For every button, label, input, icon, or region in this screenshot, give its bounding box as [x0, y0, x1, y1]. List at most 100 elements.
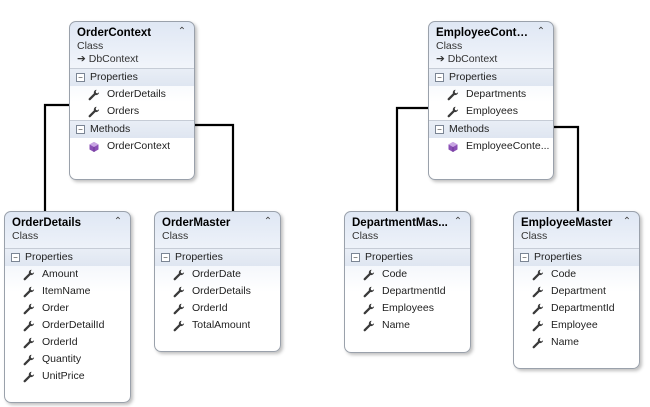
wrench-icon [173, 303, 185, 315]
property-item[interactable]: Name [514, 334, 639, 351]
chevron-up-icon[interactable]: ⌃ [113, 216, 123, 227]
chevron-up-icon[interactable]: ⌃ [453, 216, 463, 227]
properties-section: −Properties Code DepartmentId Employees … [345, 248, 470, 334]
wrench-icon [447, 89, 459, 101]
wrench-icon [23, 354, 35, 366]
inheritance-arrow-icon: ➔ [436, 53, 445, 65]
wrench-icon [23, 320, 35, 332]
property-item[interactable]: Order [5, 300, 130, 317]
class-box-ordercontext[interactable]: OrderContext Class ➔ DbContext ⌃ −Proper… [69, 21, 195, 180]
wrench-icon [173, 269, 185, 281]
collapse-toggle[interactable]: − [520, 253, 529, 262]
class-box-orderdetails[interactable]: OrderDetails Class ⌃ −Properties Amount … [4, 211, 131, 403]
wrench-icon [23, 371, 35, 383]
method-item[interactable]: EmployeeConte... [429, 138, 553, 155]
property-item[interactable]: Departments [429, 86, 553, 103]
class-type: Class [352, 230, 379, 242]
collapse-toggle[interactable]: − [11, 253, 20, 262]
property-item[interactable]: Orders [70, 103, 194, 120]
class-box-ordermaster[interactable]: OrderMaster Class ⌃ −Properties OrderDat… [154, 211, 281, 352]
property-item[interactable]: OrderDate [155, 266, 280, 283]
property-item[interactable]: OrderId [155, 300, 280, 317]
methods-section: −Methods EmployeeConte... [429, 120, 553, 155]
properties-section: −Properties Code Department DepartmentId… [514, 248, 639, 351]
property-item[interactable]: Amount [5, 266, 130, 283]
class-box-employeecontext[interactable]: EmployeeContext Class ➔ DbContext ⌃ −Pro… [428, 21, 554, 180]
properties-header[interactable]: −Properties [429, 68, 553, 86]
chevron-up-icon[interactable]: ⌃ [263, 216, 273, 227]
wrench-icon [173, 320, 185, 332]
cube-icon [88, 141, 100, 153]
property-item[interactable]: OrderId [5, 334, 130, 351]
properties-section: −Properties Departments Employees [429, 68, 553, 120]
property-item[interactable]: Employees [429, 103, 553, 120]
collapse-toggle[interactable]: − [76, 125, 85, 134]
wrench-icon [88, 106, 100, 118]
wrench-icon [363, 269, 375, 281]
chevron-up-icon[interactable]: ⌃ [177, 26, 187, 37]
property-item[interactable]: DepartmentId [345, 283, 470, 300]
property-item[interactable]: OrderDetails [155, 283, 280, 300]
property-item[interactable]: OrderDetails [70, 86, 194, 103]
collapse-toggle[interactable]: − [435, 73, 444, 82]
wrench-icon [23, 286, 35, 298]
class-header: OrderContext Class ➔ DbContext ⌃ [70, 22, 194, 68]
wrench-icon [363, 303, 375, 315]
property-item[interactable]: Employees [345, 300, 470, 317]
wrench-icon [88, 89, 100, 101]
properties-header[interactable]: −Properties [514, 248, 639, 266]
class-type: Class [436, 40, 463, 52]
base-class: ➔ DbContext [436, 53, 498, 65]
property-item[interactable]: UnitPrice [5, 368, 130, 385]
connector-employeecontext-departmentmaster [395, 106, 428, 211]
property-item[interactable]: ItemName [5, 283, 130, 300]
class-name: OrderDetails [12, 217, 82, 229]
collapse-toggle[interactable]: − [435, 125, 444, 134]
wrench-icon [532, 320, 544, 332]
properties-header[interactable]: −Properties [5, 248, 130, 266]
chevron-up-icon[interactable]: ⌃ [622, 216, 632, 227]
wrench-icon [363, 320, 375, 332]
property-item[interactable]: Code [514, 266, 639, 283]
connector-ordercontext-orderdetails [43, 103, 69, 211]
properties-header[interactable]: −Properties [155, 248, 280, 266]
property-item[interactable]: Quantity [5, 351, 130, 368]
property-item[interactable]: Employee [514, 317, 639, 334]
wrench-icon [532, 286, 544, 298]
class-header: DepartmentMas... Class ⌃ [345, 212, 470, 248]
properties-header[interactable]: −Properties [345, 248, 470, 266]
methods-section: −Methods OrderContext [70, 120, 194, 155]
class-type: Class [12, 230, 39, 242]
class-box-departmentmaster[interactable]: DepartmentMas... Class ⌃ −Properties Cod… [344, 211, 471, 353]
properties-header[interactable]: −Properties [70, 68, 194, 86]
class-type: Class [77, 40, 104, 52]
methods-header[interactable]: −Methods [70, 120, 194, 138]
property-item[interactable]: Code [345, 266, 470, 283]
wrench-icon [532, 303, 544, 315]
connector-ordercontext-ordermaster [194, 123, 235, 211]
wrench-icon [363, 286, 375, 298]
wrench-icon [532, 269, 544, 281]
class-box-employeemaster[interactable]: EmployeeMaster Class ⌃ −Properties Code … [513, 211, 640, 369]
property-item[interactable]: OrderDetailId [5, 317, 130, 334]
wrench-icon [447, 106, 459, 118]
class-header: EmployeeContext Class ➔ DbContext ⌃ [429, 22, 553, 68]
method-item[interactable]: OrderContext [70, 138, 194, 155]
cube-icon [447, 141, 459, 153]
wrench-icon [173, 286, 185, 298]
base-class: ➔ DbContext [77, 53, 139, 65]
class-header: OrderMaster Class ⌃ [155, 212, 280, 248]
wrench-icon [23, 337, 35, 349]
collapse-toggle[interactable]: − [76, 73, 85, 82]
methods-header[interactable]: −Methods [429, 120, 553, 138]
class-type: Class [162, 230, 189, 242]
property-item[interactable]: TotalAmount [155, 317, 280, 334]
wrench-icon [532, 337, 544, 349]
collapse-toggle[interactable]: − [351, 253, 360, 262]
collapse-toggle[interactable]: − [161, 253, 170, 262]
property-item[interactable]: DepartmentId [514, 300, 639, 317]
class-header: EmployeeMaster Class ⌃ [514, 212, 639, 248]
property-item[interactable]: Name [345, 317, 470, 334]
chevron-up-icon[interactable]: ⌃ [536, 26, 546, 37]
property-item[interactable]: Department [514, 283, 639, 300]
